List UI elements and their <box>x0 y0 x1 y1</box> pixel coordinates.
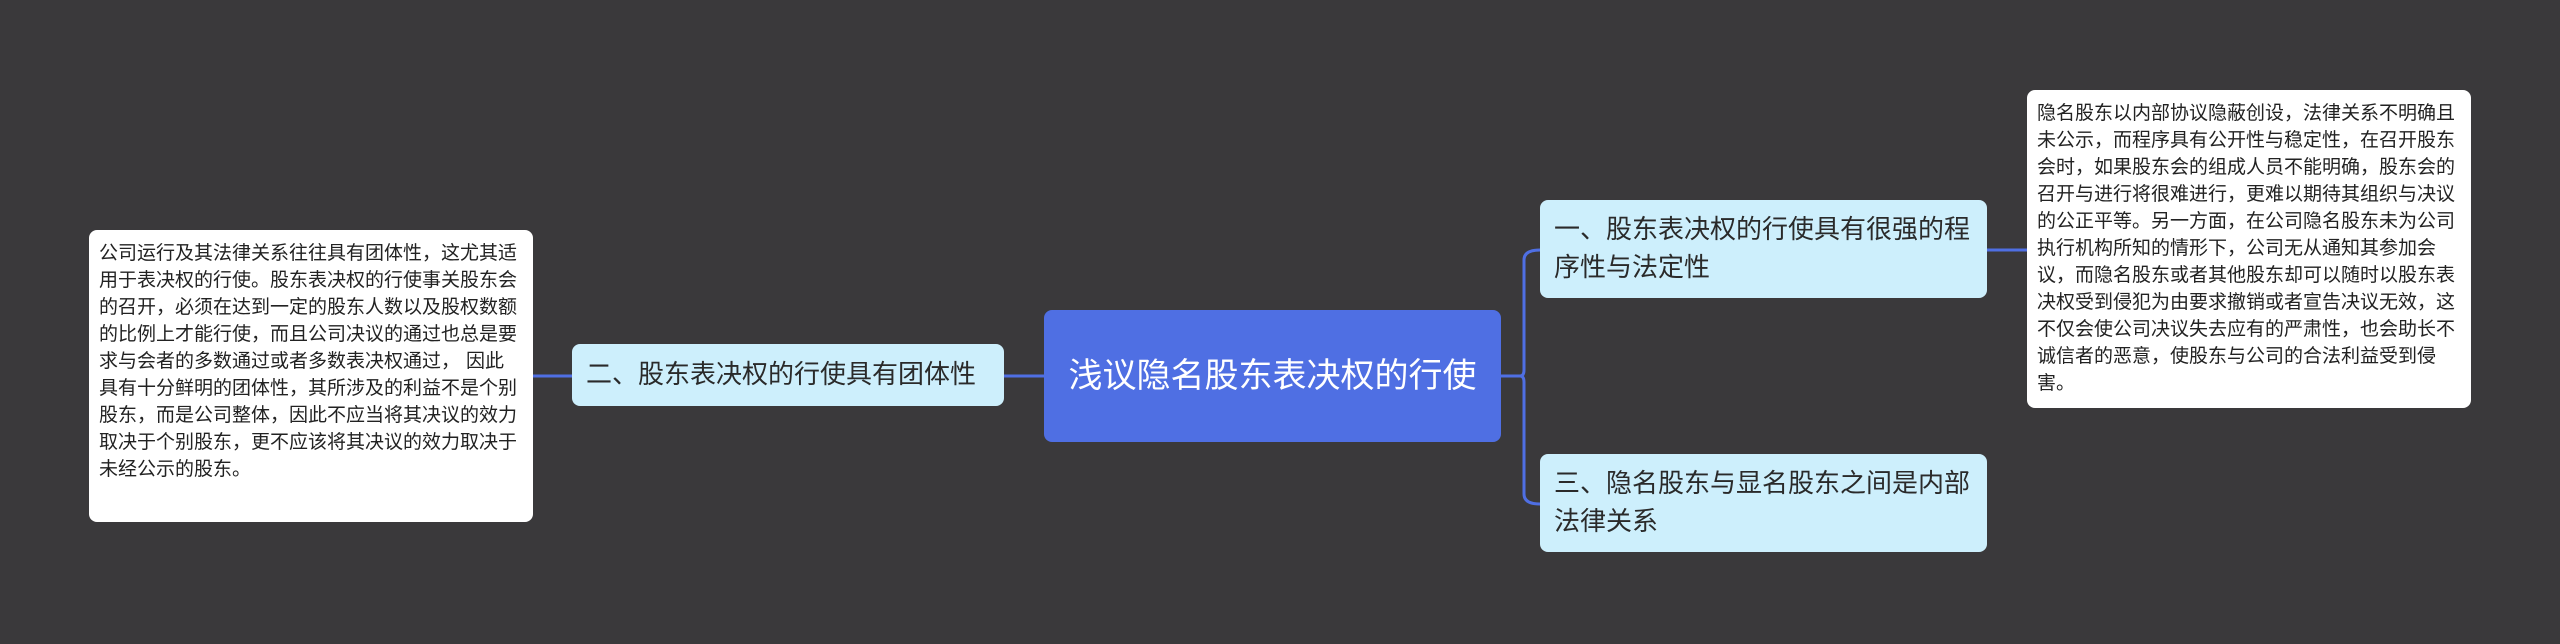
detail-note-2-text: 公司运行及其法律关系往往具有团体性，这尤其适用于表决权的行使。股东表决权的行使事… <box>99 242 518 480</box>
branch-topic-3[interactable]: 三、隐名股东与显名股东之间是内部法律关系 <box>1540 454 1987 552</box>
branch-topic-1-label: 一、股东表决权的行使具有很强的程序性与法定性 <box>1554 215 1971 283</box>
detail-note-1-text: 隐名股东以内部协议隐蔽创设，法律关系不明确且未公示，而程序具有公开性与稳定性，在… <box>2037 102 2456 394</box>
branch-topic-1[interactable]: 一、股东表决权的行使具有很强的程序性与法定性 <box>1540 200 1987 298</box>
connector-root-branch-3 <box>1501 374 1541 506</box>
branch-topic-3-label: 三、隐名股东与显名股东之间是内部法律关系 <box>1554 469 1971 537</box>
connector-root-branch-1 <box>1501 248 1541 378</box>
root-topic[interactable]: 浅议隐名股东表决权的行使 <box>1044 310 1501 442</box>
root-topic-text: 浅议隐名股东表决权的行使 <box>1068 356 1477 396</box>
detail-note-1[interactable]: 隐名股东以内部协议隐蔽创设，法律关系不明确且未公示，而程序具有公开性与稳定性，在… <box>2027 90 2471 408</box>
branch-topic-2-label: 二、股东表决权的行使具有团体性 <box>586 360 977 390</box>
branch-topic-2[interactable]: 二、股东表决权的行使具有团体性 <box>572 344 1004 406</box>
detail-note-2[interactable]: 公司运行及其法律关系往往具有团体性，这尤其适用于表决权的行使。股东表决权的行使事… <box>89 230 533 522</box>
